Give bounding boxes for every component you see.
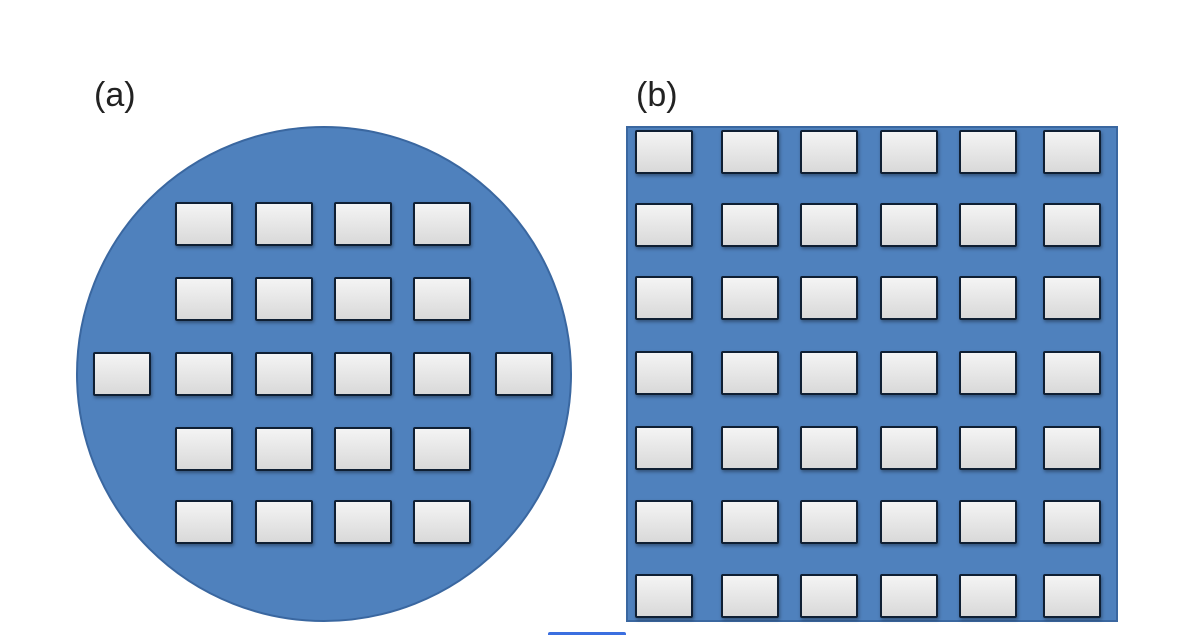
- wafer-die: [175, 202, 233, 246]
- panel-die: [635, 426, 693, 470]
- panel-die: [1043, 351, 1101, 395]
- wafer-die: [334, 427, 392, 471]
- wafer-die: [255, 500, 313, 544]
- panel-die: [880, 426, 938, 470]
- panel-die: [959, 574, 1017, 618]
- panel-die: [1043, 426, 1101, 470]
- panel-die: [880, 500, 938, 544]
- panel-die: [880, 276, 938, 320]
- panel-die: [1043, 203, 1101, 247]
- panel-die: [635, 130, 693, 174]
- wafer-die: [413, 277, 471, 321]
- panel-die: [1043, 130, 1101, 174]
- panel-die: [959, 500, 1017, 544]
- panel-die: [959, 130, 1017, 174]
- wafer-die: [175, 352, 233, 396]
- panel-b-label: (b): [636, 76, 678, 114]
- wafer-die: [413, 427, 471, 471]
- panel-die: [800, 426, 858, 470]
- panel-die: [635, 500, 693, 544]
- wafer-die: [93, 352, 151, 396]
- panel-die: [635, 351, 693, 395]
- panel-die: [800, 276, 858, 320]
- wafer-die: [413, 500, 471, 544]
- wafer-die: [175, 500, 233, 544]
- wafer-die: [255, 427, 313, 471]
- wafer-die: [255, 277, 313, 321]
- panel-die: [635, 276, 693, 320]
- wafer-die: [255, 352, 313, 396]
- panel-die: [721, 500, 779, 544]
- panel-die: [721, 351, 779, 395]
- wafer-die: [255, 202, 313, 246]
- panel-die: [880, 574, 938, 618]
- panel-die: [959, 351, 1017, 395]
- wafer-die: [175, 427, 233, 471]
- panel-die: [880, 203, 938, 247]
- wafer-die: [334, 202, 392, 246]
- scroll-indicator: [548, 632, 626, 635]
- wafer-die: [334, 500, 392, 544]
- panel-die: [721, 203, 779, 247]
- wafer-die: [175, 277, 233, 321]
- panel-die: [1043, 276, 1101, 320]
- panel-die: [721, 130, 779, 174]
- wafer-die: [413, 202, 471, 246]
- wafer-die: [413, 352, 471, 396]
- panel-die: [635, 574, 693, 618]
- panel-die: [721, 574, 779, 618]
- wafer-die: [495, 352, 553, 396]
- panel-die: [800, 351, 858, 395]
- panel-die: [800, 203, 858, 247]
- panel-die: [1043, 574, 1101, 618]
- panel-die: [721, 276, 779, 320]
- panel-die: [800, 130, 858, 174]
- panel-die: [1043, 500, 1101, 544]
- panel-die: [959, 276, 1017, 320]
- panel-die: [635, 203, 693, 247]
- wafer-die: [334, 277, 392, 321]
- wafer-die: [334, 352, 392, 396]
- panel-die: [721, 426, 779, 470]
- panel-die: [959, 426, 1017, 470]
- panel-die: [880, 351, 938, 395]
- panel-die: [800, 574, 858, 618]
- panel-die: [880, 130, 938, 174]
- panel-a-label: (a): [94, 76, 136, 114]
- panel-die: [800, 500, 858, 544]
- panel-die: [959, 203, 1017, 247]
